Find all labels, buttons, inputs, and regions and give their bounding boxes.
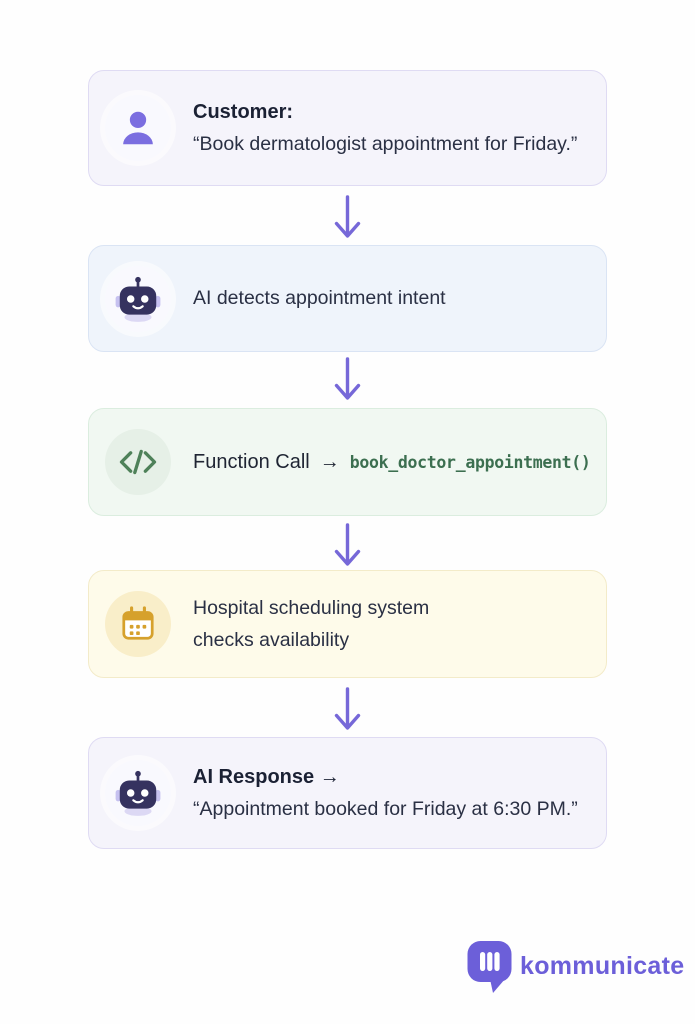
step-title: Customer: [193,100,294,123]
step-function-call-text: Function Call → book_doctor_appointment(… [193,451,591,474]
step-ai-response-card: AI Response → “Appointment booked for Fr… [88,737,607,849]
flow-arrow-down [334,195,361,238]
step-quote: “Book dermatologist appointment for Frid… [193,132,578,155]
robot-icon [105,760,171,826]
step-scheduling-card: Hospital scheduling system checks availa… [88,570,607,678]
step-text-line2: checks availability [193,628,350,651]
step-text: AI detects appointment intent [193,287,446,309]
step-ai-intent-card: AI detects appointment intent [88,245,607,352]
step-ai-response-text: AI Response → “Appointment booked for Fr… [193,764,578,823]
step-scheduling-text: Hospital scheduling system checks availa… [193,595,429,654]
step-customer-text: Customer: “Book dermatologist appointmen… [193,99,577,158]
step-title: AI Response → [193,765,340,788]
right-arrow-glyph: → [319,450,340,473]
flow-arrow-down [334,357,361,400]
code-icon [105,429,171,495]
person-icon [105,95,171,161]
calendar-icon [105,591,171,657]
step-customer-card: Customer: “Book dermatologist appointmen… [88,70,607,186]
robot-icon [105,265,171,332]
flow-arrow-down [334,687,361,730]
kommunicate-logo-icon [467,941,512,993]
kommunicate-logo-text: kommunicate [520,951,685,980]
function-call-code: book_doctor_appointment() [349,452,591,472]
step-function-call-card: Function Call → book_doctor_appointment(… [88,408,607,516]
step-ai-intent-text: AI detects appointment intent [193,285,446,312]
step-text-line1: Hospital scheduling system [193,596,430,619]
step-quote: “Appointment booked for Friday at 6:30 P… [193,797,578,820]
flow-arrow-down [334,523,361,566]
kommunicate-logo: kommunicate [466,938,684,994]
function-call-label: Function Call [193,450,310,473]
